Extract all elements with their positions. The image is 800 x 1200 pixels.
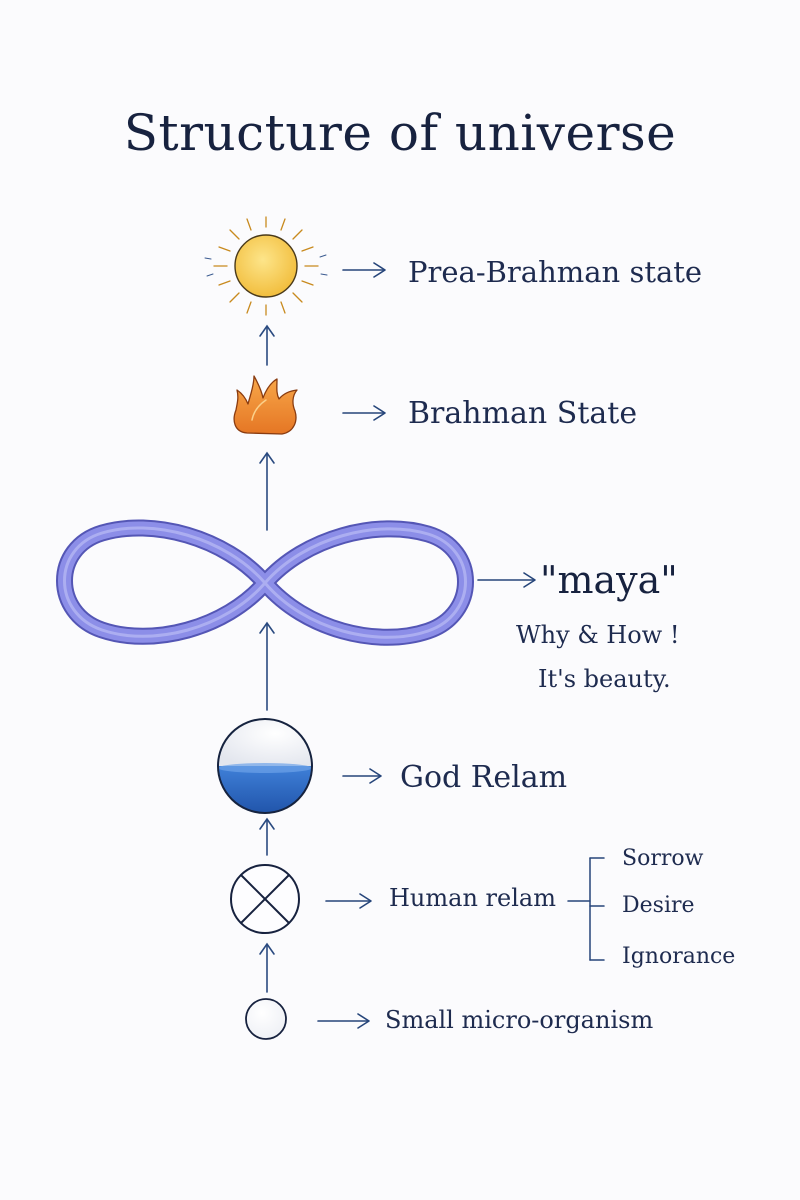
sun-icon (204, 216, 328, 316)
vertical-arrow-1 (259, 324, 275, 366)
vertical-arrow-5 (259, 942, 275, 993)
maya-note-why-how: Why & How ! (516, 621, 680, 649)
maya-note-beauty: It's beauty. (538, 665, 671, 693)
label-brahman-state: Brahman State (408, 396, 638, 431)
vertical-arrow-2 (259, 451, 275, 531)
label-prea-brahman-state: Prea-Brahman state (408, 255, 703, 289)
arrow-to-god-relam (342, 768, 382, 784)
arrow-to-maya (477, 572, 536, 588)
arrow-to-prea-brahman (342, 262, 386, 278)
label-human-relam: Human relam (389, 884, 556, 912)
vertical-arrow-3 (259, 621, 275, 711)
infinity-icon (56, 519, 474, 646)
arrow-to-brahman (342, 405, 386, 421)
arrow-to-human-relam (325, 893, 372, 909)
crossed-circle-icon (230, 864, 300, 934)
small-circle-icon (245, 998, 287, 1040)
branch-desire: Desire (622, 893, 695, 918)
page-title: Structure of universe (123, 104, 677, 162)
vertical-arrow-4 (259, 817, 275, 856)
branch-bracket (567, 857, 605, 961)
half-filled-sphere-icon (217, 718, 313, 814)
label-god-relam: God Relam (400, 760, 568, 795)
branch-sorrow: Sorrow (622, 846, 704, 871)
label-small-micro-organism: Small micro-organism (385, 1006, 654, 1034)
branch-ignorance: Ignorance (622, 944, 736, 969)
flame-icon (233, 375, 298, 435)
arrow-to-micro-organism (317, 1013, 370, 1029)
label-maya: "maya" (540, 558, 678, 602)
